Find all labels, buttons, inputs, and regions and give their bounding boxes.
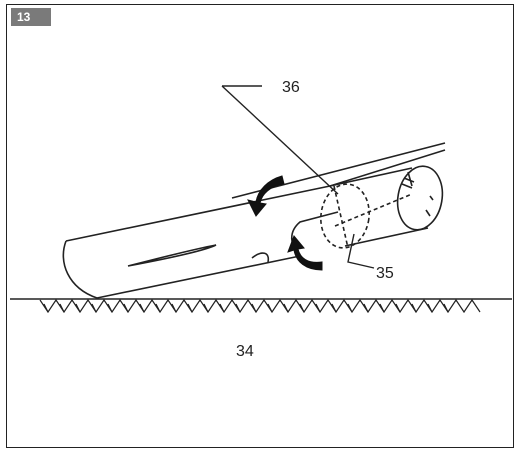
log-upper-section xyxy=(231,142,446,249)
callout-leader-36 xyxy=(221,85,339,195)
callout-label-36: 36 xyxy=(282,79,300,96)
figure-number-badge: 13 xyxy=(11,8,51,26)
callout-leader-35 xyxy=(347,233,375,269)
curved-arrow-icon-lower xyxy=(287,235,323,271)
curved-arrow-icon xyxy=(247,175,285,217)
callout-label-34: 34 xyxy=(236,343,254,360)
figure-frame xyxy=(6,4,514,448)
log-trunk xyxy=(62,185,331,299)
ground-hatching-icon xyxy=(39,298,481,314)
callout-label-35: 35 xyxy=(376,265,394,282)
